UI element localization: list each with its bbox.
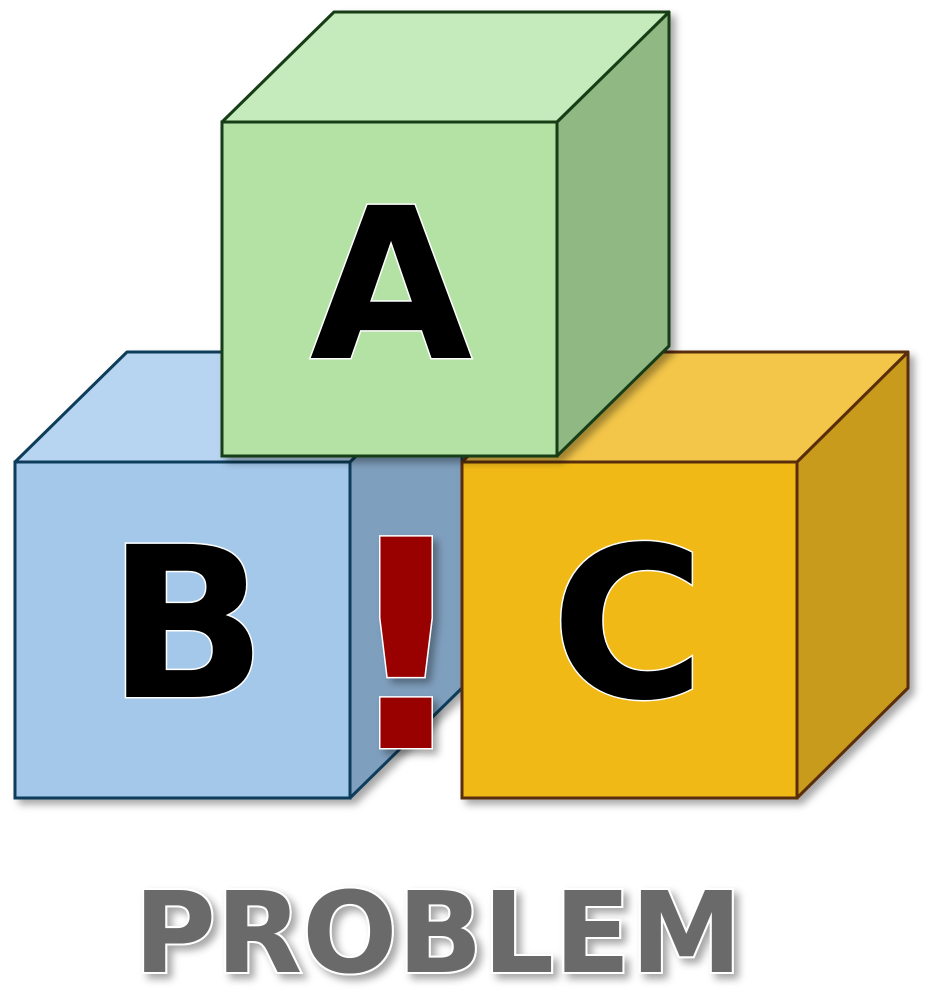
exclamation-mark: ! (340, 480, 472, 817)
block-a-front (220, 120, 559, 458)
caption-text: PROBLEM (134, 869, 742, 999)
block-c-front (460, 460, 799, 800)
block-b-front (13, 460, 352, 800)
block-a (220, 10, 671, 458)
block-a-letter: A (310, 163, 473, 408)
block-c-letter: C (551, 502, 705, 747)
block-b-letter: B (107, 502, 267, 747)
